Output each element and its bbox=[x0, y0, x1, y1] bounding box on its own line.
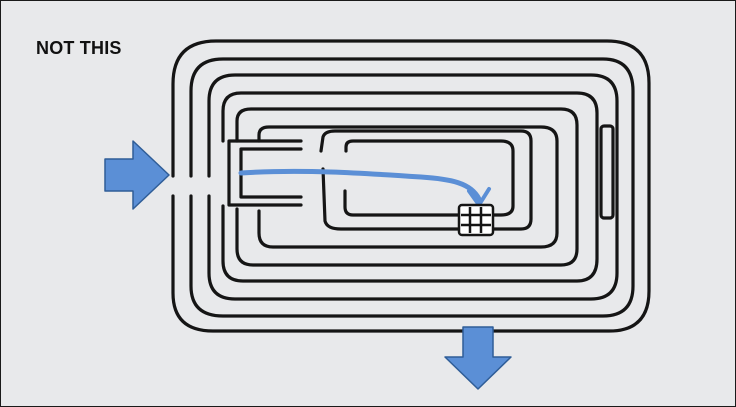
maze-left-compartment bbox=[227, 139, 303, 207]
maze-inner-corridor-2 bbox=[343, 139, 515, 217]
arrow-right-icon bbox=[104, 140, 170, 210]
arrow-down-icon bbox=[444, 326, 512, 390]
maze-right-slot bbox=[599, 124, 615, 220]
maze-ring-2 bbox=[189, 57, 635, 318]
maze-ring-6 bbox=[257, 125, 559, 249]
maze-ring-4 bbox=[221, 91, 599, 283]
route-line bbox=[238, 168, 482, 202]
panel-title: NOT THIS bbox=[36, 38, 122, 58]
maze-inner-corridor bbox=[319, 129, 533, 231]
maze-ring-3 bbox=[207, 73, 619, 301]
maze-ring-5 bbox=[235, 107, 579, 267]
maze-ring-outer bbox=[171, 39, 651, 333]
grid-box-icon bbox=[457, 203, 495, 237]
